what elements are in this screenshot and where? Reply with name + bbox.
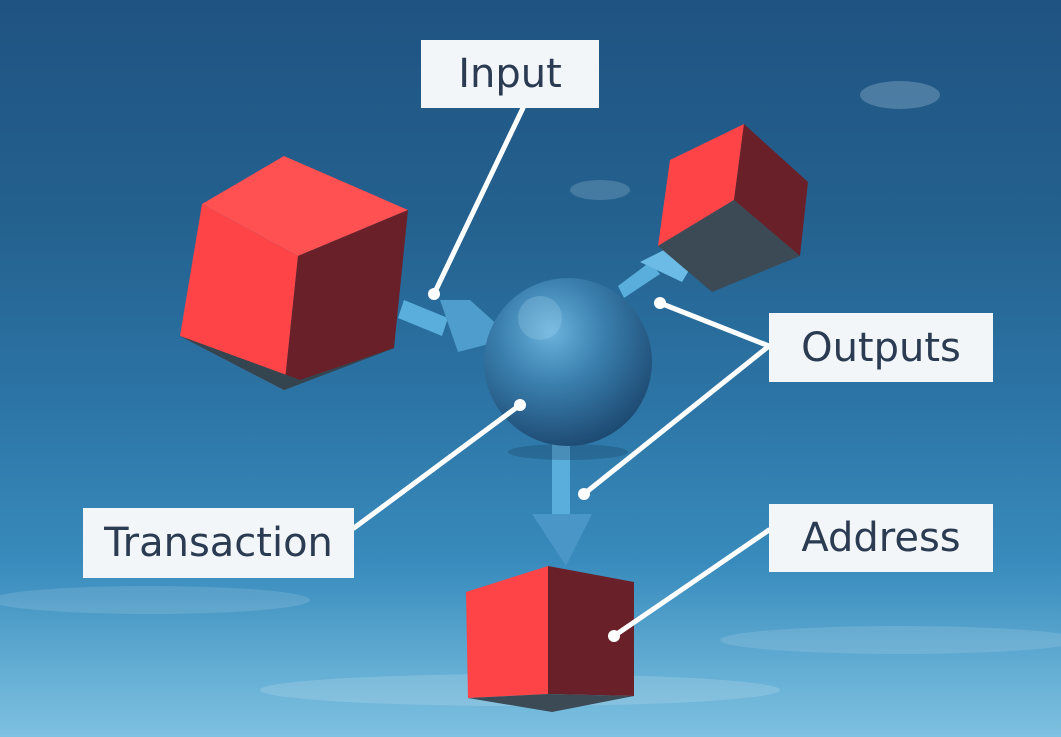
leader-line-outputs-right — [657, 300, 772, 349]
leader-dot-outputs-right — [654, 297, 666, 309]
cube-bottom — [466, 566, 634, 712]
leader-lines — [351, 105, 772, 639]
leader-line-outputs-bottom — [581, 343, 772, 497]
arrow-output-bottom-shaft — [552, 440, 570, 514]
leader-dot-transaction — [514, 399, 526, 411]
cube-top-right — [658, 124, 808, 292]
label-input: Input — [421, 40, 599, 108]
leader-line-transaction — [351, 402, 523, 531]
leader-dot-address — [608, 630, 620, 642]
arrow-input-shaft — [398, 300, 448, 336]
label-address: Address — [769, 504, 993, 572]
leader-line-address — [611, 527, 772, 639]
leader-dot-input — [428, 288, 440, 300]
cube-left — [180, 156, 408, 390]
arrow-output-bottom-head — [532, 514, 592, 566]
sphere-transaction — [484, 278, 652, 460]
arrow-output-right-shaft — [618, 262, 660, 298]
leader-dots — [428, 288, 666, 642]
leader-dot-outputs-bottom — [578, 488, 590, 500]
leader-line-input — [431, 105, 526, 297]
label-transaction: Transaction — [83, 508, 354, 578]
label-outputs: Outputs — [769, 313, 993, 382]
